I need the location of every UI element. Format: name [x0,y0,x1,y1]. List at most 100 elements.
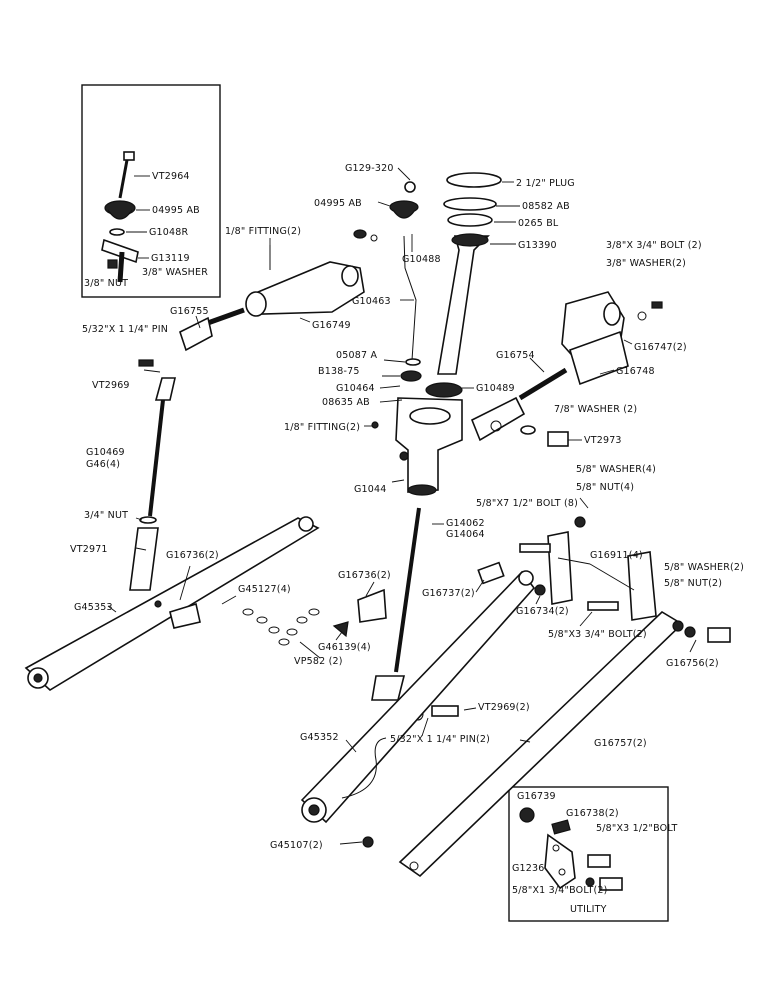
label-g45127: G45127(4) [238,584,291,595]
inset-frame [508,786,669,922]
label-fitting-mid: 1/8" FITTING(2) [284,422,360,433]
adjuster-thread-right [518,367,568,401]
label-vt2964: VT2964 [152,171,190,182]
label-g14064: G14064 [446,529,485,540]
label-g16755: G16755 [170,306,209,317]
label-vp582: VP582 (2) [294,656,343,667]
label-g13390: G13390 [518,240,557,251]
label-bolt-58x3: 5/8"X3 3/4" BOLT(2) [548,629,647,640]
label-g16756: G16756(2) [666,658,719,669]
label-pin-left: 5/32"X 1 1/4" PIN [82,324,168,335]
label-g14062: G14062 [446,518,485,529]
label-g1048r: G1048R [149,227,189,238]
pin-g45107 [362,836,374,848]
nut-g16734 [534,584,546,596]
washer [520,425,536,435]
pin-g46139 [332,621,349,638]
label-0265bl: 0265 BL [518,218,559,229]
nut [585,877,595,887]
label-g16749: G16749 [312,320,351,331]
bolt [353,229,367,239]
label-g45107: G45107(2) [270,840,323,851]
link-rod-g14062 [394,507,421,673]
label-g10469: G10469 [86,447,125,458]
label-g1236: G1236 [512,863,545,874]
label-nut-inset: 3/8" NUT [84,278,128,289]
arm-hole [341,265,359,287]
label-vt2971: VT2971 [70,544,108,555]
link-top [154,377,177,401]
inset-top-left: VT2964 04995 AB G1048R G13119 3/8" NUT 3… [81,84,221,298]
housing-bore [409,407,451,425]
label-pin-mid: 5/32"X 1 1/4" PIN(2) [390,734,490,745]
bolt-58x7 [519,543,551,553]
inset-frame [81,84,221,298]
shaft-gear [451,233,489,247]
washer [405,358,421,366]
pin-vt2969 [431,705,459,717]
arm-end [245,291,267,317]
bolt-g16756 [707,627,731,643]
caption-utility: UTILITY [570,904,607,915]
hole [552,844,560,852]
clevis-g16754 [470,396,526,442]
bolt [651,301,663,309]
plate-g16736-left [169,602,201,629]
spacer-g16737 [477,561,505,585]
clevis-hole [490,420,502,432]
nut-34 [139,516,157,524]
washer [370,234,378,242]
label-plug: 2 1/2" PLUG [516,178,575,189]
bolt-58x3 [587,601,619,611]
label-washer-78: 7/8" WASHER (2) [554,404,637,415]
bolt [599,877,623,891]
inset-bottom-right: G16739 G16738(2) 5/8"X3 1/2"BOLT G1236 5… [508,786,678,922]
arm-eye [518,570,534,586]
washer [637,311,647,321]
label-g16739: G16739 [517,791,556,802]
label-fitting-top: 1/8" FITTING(2) [225,226,301,237]
label-g16737: G16737(2) [422,588,475,599]
label-bolt-38x34: 3/8"X 3/4" BOLT (2) [606,240,702,251]
label-washer-58-4: 5/8" WASHER(4) [576,464,656,475]
pin [138,359,154,367]
label-g1044: G1044 [354,484,387,495]
label-bolt-58x1-34: 5/8"X1 3/4"BOLT(2) [512,885,608,896]
label-g16736-mid: G16736(2) [338,570,391,581]
bracket-g16911-a [547,531,573,605]
label-g16738: G16738(2) [566,808,619,819]
arm-hole [154,600,162,608]
washer [109,228,125,236]
bearing-g10489 [425,382,463,398]
washer-58 [672,620,684,632]
label-bolt-58x7: 5/8"X7 1/2" BOLT (8) [476,498,578,509]
bolt [551,819,571,835]
bracket [101,238,139,264]
label-bolt-58x3-12: 5/8"X3 1/2"BOLT [596,823,678,834]
hole [558,868,566,876]
main-drawing [24,172,731,878]
ring [447,213,493,227]
label-g16754: G16754 [496,350,535,361]
label-g13119: G13119 [151,253,190,264]
label-g46139: G46139(4) [318,642,371,653]
knob-body [107,209,133,220]
chain-g45107 [341,737,387,799]
label-g464: G46(4) [86,459,120,470]
label-g45352: G45352 [300,732,339,743]
label-g10464: G10464 [336,383,375,394]
label-vt2969: VT2969 [92,380,130,391]
label-g16748: G16748 [616,366,655,377]
bracket-g16911-b [627,551,657,621]
label-vt2973: VT2973 [584,435,622,446]
ball-center [33,673,43,683]
link-rod-g10469 [148,399,165,517]
label-04995ab: 04995 AB [314,198,362,209]
chain-vp582 [242,608,320,646]
clevis-g16755 [179,316,213,352]
clevis-lower [371,675,406,701]
leaders [107,167,697,845]
label-g16911: G16911(4) [590,550,643,561]
nut [107,259,118,269]
